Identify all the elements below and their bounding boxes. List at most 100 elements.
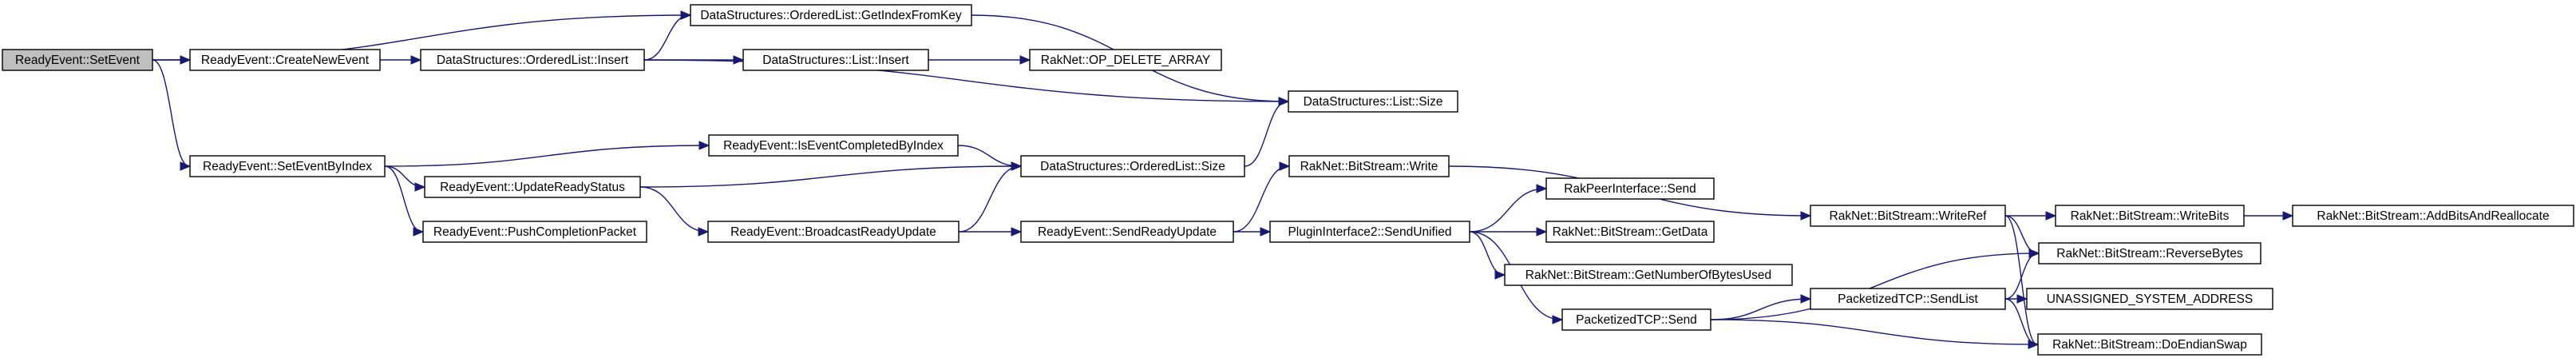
node-n26[interactable]: RakNet::BitStream::DoEndianSwap <box>2037 333 2262 356</box>
node-box[interactable] <box>1029 49 1222 71</box>
function-nodes: ReadyEvent::SetEvent ReadyEvent::CreateNe… <box>2 4 2574 356</box>
node-label: RakNet::BitStream::WriteRef <box>1830 209 1988 223</box>
node-box[interactable] <box>420 49 645 71</box>
node-box[interactable] <box>1269 221 1470 243</box>
node-box[interactable] <box>708 134 959 157</box>
node-n17[interactable]: RakNet::BitStream::GetData <box>1545 221 1715 243</box>
call-edge-n9-n12 <box>639 186 710 237</box>
node-n0[interactable]: ReadyEvent::SetEvent <box>2 49 153 71</box>
arrow-head-icon <box>1011 227 1023 237</box>
node-box[interactable] <box>2055 205 2245 227</box>
node-label: DataStructures::OrderedList::GetIndexFro… <box>700 9 962 22</box>
call-edge-n7-n11 <box>384 165 425 237</box>
node-box[interactable] <box>1288 90 1458 113</box>
node-n16[interactable]: RakPeerInterface::Send <box>1545 177 1715 200</box>
call-edge-n24-n26 <box>2004 298 2040 349</box>
call-edge-n21-n22 <box>2244 211 2294 221</box>
node-n24[interactable]: PacketizedTCP::SendList <box>1810 288 2006 310</box>
call-edge-n2-n3 <box>643 10 692 61</box>
node-n9[interactable]: ReadyEvent::UpdateReadyStatus <box>424 176 641 198</box>
node-box[interactable] <box>1810 288 2006 310</box>
edge-line <box>1469 188 1546 233</box>
node-box[interactable] <box>1288 155 1450 177</box>
node-n15[interactable]: PluginInterface2::SendUnified <box>1269 221 1470 243</box>
node-label: DataStructures::List::Size <box>1304 95 1443 109</box>
node-label: UNASSIGNED_SYSTEM_ADDRESS <box>2047 292 2253 306</box>
node-box[interactable] <box>2026 288 2273 310</box>
node-box[interactable] <box>1545 221 1715 243</box>
node-n25[interactable]: UNASSIGNED_SYSTEM_ADDRESS <box>2026 288 2273 310</box>
node-n20[interactable]: RakNet::BitStream::WriteRef <box>1810 205 2006 227</box>
node-n1[interactable]: ReadyEvent::CreateNewEvent <box>189 49 381 71</box>
edge-line <box>643 14 690 61</box>
node-box[interactable] <box>1810 205 2006 227</box>
arrow-head-icon <box>413 227 425 237</box>
node-n19[interactable]: PacketizedTCP::Send <box>1561 308 1711 331</box>
node-n18[interactable]: RakNet::BitStream::GetNumberOfBytesUsed <box>1504 264 1793 286</box>
node-n3[interactable]: DataStructures::OrderedList::GetIndexFro… <box>690 4 972 26</box>
call-edge-n15-n17 <box>1470 227 1548 237</box>
arrow-head-icon <box>414 182 426 192</box>
node-box[interactable] <box>707 221 960 243</box>
node-box[interactable] <box>742 49 929 71</box>
call-edge-n9-n10 <box>639 161 1023 188</box>
node-label: RakPeerInterface::Send <box>1564 182 1696 196</box>
edge-line <box>639 165 1021 188</box>
node-n11[interactable]: ReadyEvent::PushCompletionPacket <box>422 221 647 243</box>
node-box[interactable] <box>1545 177 1715 200</box>
node-n22[interactable]: RakNet::BitStream::AddBitsAndReallocate <box>2292 205 2574 227</box>
node-box[interactable] <box>690 4 972 26</box>
node-box[interactable] <box>424 176 641 198</box>
arrow-head-icon <box>2016 294 2028 304</box>
node-n14[interactable]: RakNet::BitStream::Write <box>1288 155 1450 177</box>
call-edge-n7-n9 <box>384 165 426 192</box>
node-label: RakNet::BitStream::ReverseBytes <box>2056 247 2243 261</box>
node-label: ReadyEvent::PushCompletionPacket <box>433 225 637 239</box>
node-box[interactable] <box>2 49 153 71</box>
arrow-head-icon <box>2028 340 2040 349</box>
node-n2[interactable]: DataStructures::OrderedList::Insert <box>420 49 645 71</box>
call-edge-n4-n5 <box>928 55 1031 65</box>
arrow-head-icon <box>1019 55 1031 65</box>
arrow-head-icon <box>698 141 710 150</box>
node-n5[interactable]: RakNet::OP_DELETE_ARRAY <box>1029 49 1222 71</box>
edge-line <box>152 59 190 167</box>
node-n21[interactable]: RakNet::BitStream::WriteBits <box>2055 205 2245 227</box>
node-box[interactable] <box>2038 242 2261 265</box>
arrow-head-icon <box>1494 270 1506 280</box>
node-n23[interactable]: RakNet::BitStream::ReverseBytes <box>2038 242 2261 265</box>
node-box[interactable] <box>2037 333 2262 356</box>
node-box[interactable] <box>1020 221 1234 243</box>
node-label: RakNet::BitStream::GetData <box>1553 225 1708 239</box>
node-label: DataStructures::OrderedList::Insert <box>437 54 629 67</box>
edge-line <box>957 145 1021 167</box>
edge-line <box>1469 231 1505 276</box>
node-box[interactable] <box>422 221 647 243</box>
arrow-head-icon <box>180 161 192 171</box>
node-box[interactable] <box>1504 264 1793 286</box>
edge-line <box>1710 319 2038 345</box>
call-edge-n19-n24 <box>1710 294 1812 320</box>
arrow-head-icon <box>1800 294 1812 304</box>
edge-line <box>1710 253 2039 320</box>
node-n12[interactable]: ReadyEvent::BroadcastReadyUpdate <box>707 221 960 243</box>
node-n13[interactable]: ReadyEvent::SendReadyUpdate <box>1020 221 1234 243</box>
edge-line <box>384 145 709 167</box>
node-box[interactable] <box>189 49 381 71</box>
node-box[interactable] <box>1561 308 1711 331</box>
node-box[interactable] <box>189 155 386 177</box>
node-n10[interactable]: DataStructures::OrderedList::Size <box>1020 155 1245 177</box>
node-n6[interactable]: DataStructures::List::Size <box>1288 90 1458 113</box>
call-edge-n24-n23 <box>2004 249 2040 300</box>
node-n4[interactable]: DataStructures::List::Insert <box>742 49 929 71</box>
edge-line <box>958 165 1021 233</box>
node-box[interactable] <box>1020 155 1245 177</box>
node-label: DataStructures::List::Insert <box>762 54 909 67</box>
node-n7[interactable]: ReadyEvent::SetEventByIndex <box>189 155 386 177</box>
call-edge-n19-n26 <box>1710 319 2040 349</box>
arrow-head-icon <box>680 10 692 20</box>
node-box[interactable] <box>2292 205 2574 227</box>
arrow-head-icon <box>1278 97 1290 106</box>
node-n8[interactable]: ReadyEvent::IsEventCompletedByIndex <box>708 134 959 157</box>
node-label: ReadyEvent::IsEventCompletedByIndex <box>723 139 944 153</box>
